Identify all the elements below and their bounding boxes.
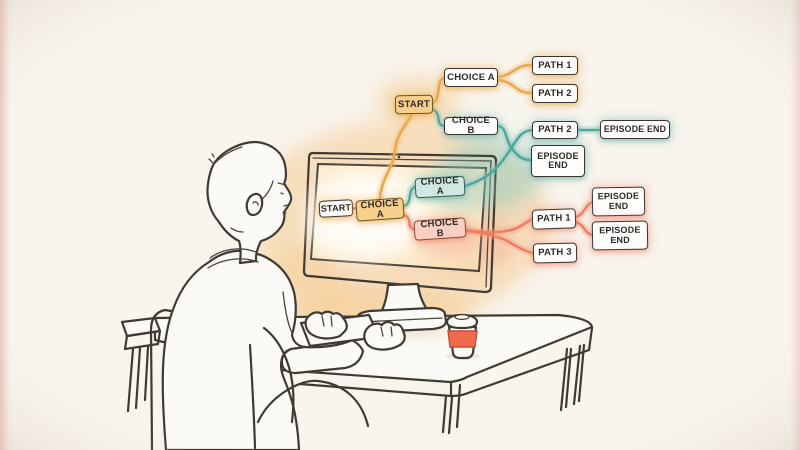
flow-node-episode-end-3: EPISODE END [591,186,646,217]
flow-node-start-screen: START [318,199,354,218]
flow-node-episode-end-1: EPISODE END [600,120,670,139]
flow-node-path-2: PATH 2 [532,84,578,103]
flow-node-choice-a2-screen: CHOICE A [414,175,466,199]
flow-node-choice-a-screen: CHOICE A [355,197,405,222]
flow-node-start: START [394,94,434,115]
flow-node-choice-b: CHOICE B [444,116,498,135]
flow-node-episode-end-4: EPISODE END [591,220,649,251]
flow-node-path-1r: PATH 1 [531,208,577,230]
flow-node-choice-b-screen: CHOICE B [413,217,467,241]
flow-node-episode-end-2: EPISODE END [531,145,585,177]
flow-node-path-3: PATH 3 [532,242,578,264]
flow-node-choice-a: CHOICE A [444,68,498,87]
flow-node-path-2b: PATH 2 [532,121,578,139]
flow-node-path-1: PATH 1 [532,56,578,75]
